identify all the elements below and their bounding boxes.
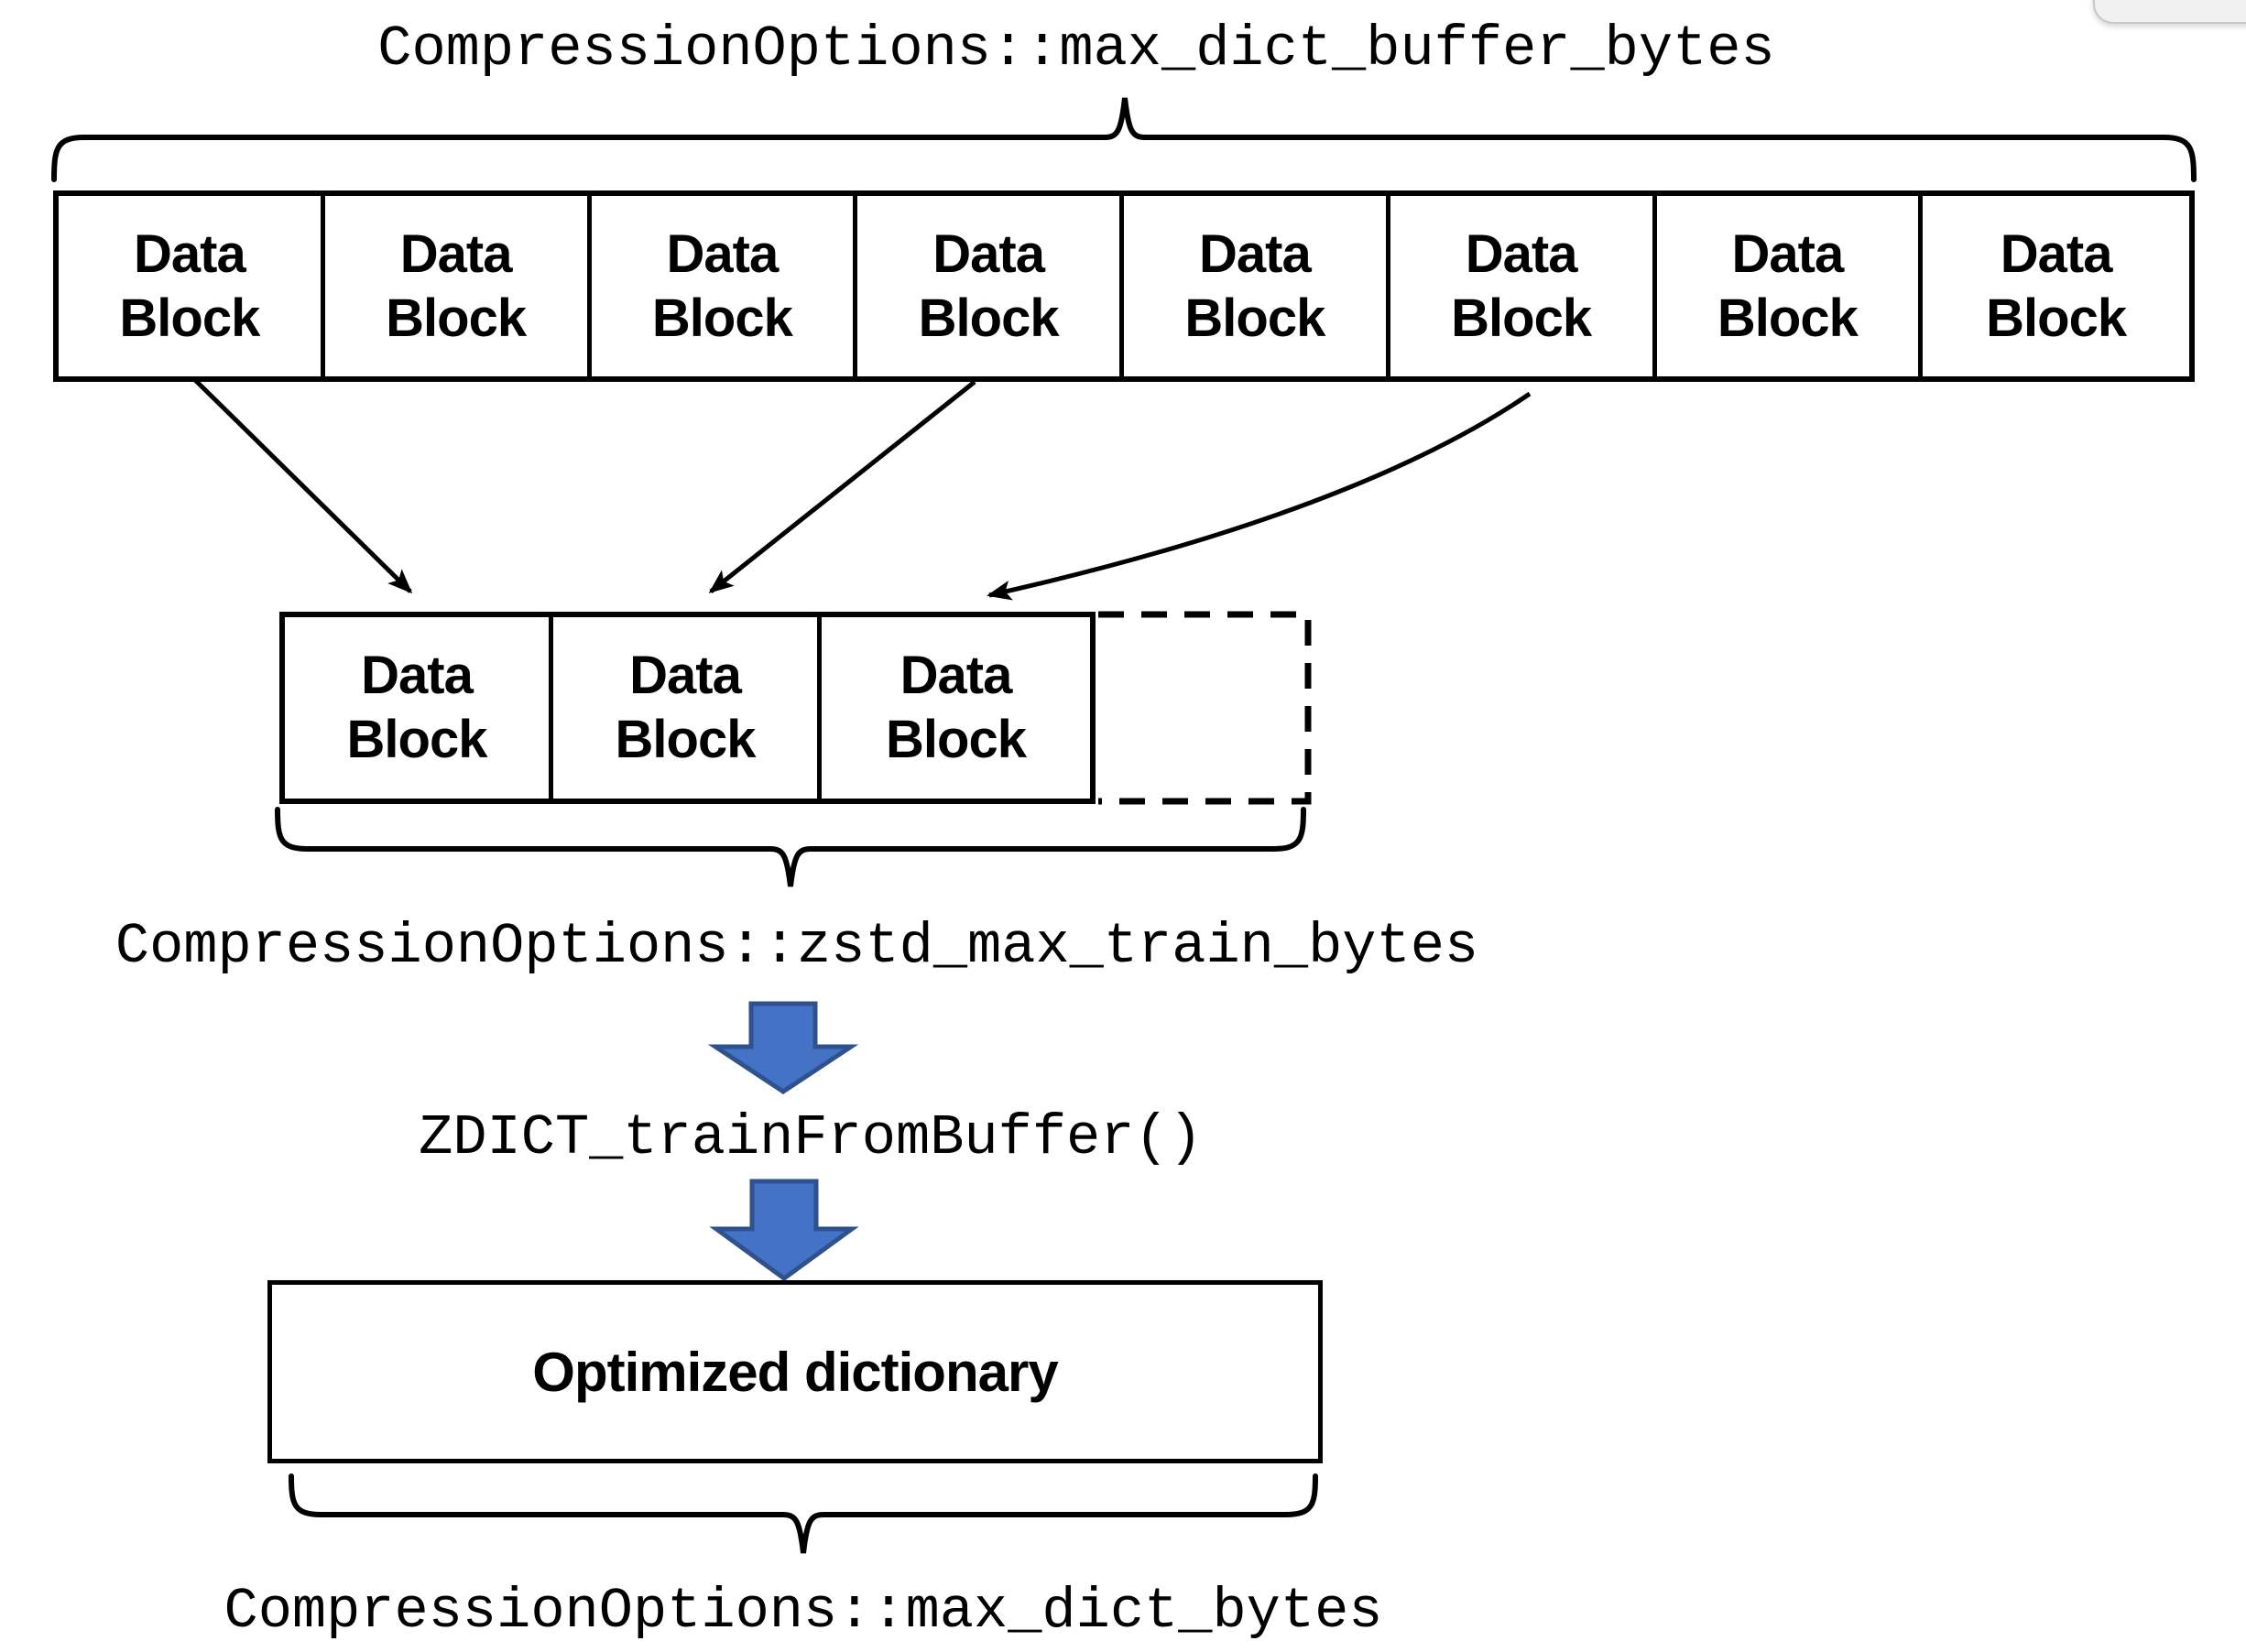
down-arrow-icon	[707, 1001, 859, 1094]
data-block-cell: Data Block	[1923, 196, 2189, 376]
max-dict-buffer-bytes-label: CompressionOptions::max_dict_buffer_byte…	[377, 16, 1775, 82]
data-block-cell: Data Block	[285, 617, 553, 799]
data-block-cell: Data Block	[553, 617, 822, 799]
block-label: Block	[1451, 288, 1592, 348]
data-block-cell: Data Block	[1390, 196, 1657, 376]
optimized-dictionary-label: Optimized dictionary	[532, 1341, 1058, 1403]
block-label: Block	[615, 710, 757, 769]
block-label: Data	[1731, 223, 1845, 284]
block-label: Block	[1184, 288, 1325, 348]
block-label: Block	[886, 710, 1027, 769]
sample-row: Data Block Data Block Data Block	[279, 612, 1096, 804]
block-label: Block	[651, 288, 793, 348]
brace-max-dict-bytes	[289, 1473, 1318, 1554]
block-label: Data	[1199, 223, 1312, 284]
block-label: Data	[2000, 223, 2113, 284]
data-block-cell: Data Block	[59, 196, 325, 376]
max-dict-bytes-label: CompressionOptions::max_dict_bytes	[224, 1579, 1383, 1644]
block-label: Block	[1717, 288, 1859, 348]
block-label: Block	[386, 288, 527, 348]
brace-max-dict-buffer	[51, 97, 2197, 182]
zdict-train-from-buffer-label: ZDICT_trainFromBuffer()	[419, 1105, 1203, 1170]
block-label: Data	[134, 223, 246, 284]
data-block-cell: Data Block	[1124, 196, 1390, 376]
dashed-placeholder-box	[1098, 611, 1312, 805]
block-label: Block	[918, 288, 1060, 348]
sample-arrow-3	[987, 391, 1532, 601]
zstd-max-train-bytes-label: CompressionOptions::zstd_max_train_bytes	[114, 914, 1479, 979]
sample-arrow-2	[708, 380, 976, 593]
browser-notch	[2093, 0, 2246, 24]
data-block-cell: Data Block	[857, 196, 1124, 376]
block-label: Block	[346, 710, 488, 769]
block-label: Data	[899, 646, 1013, 705]
block-label: Block	[1986, 288, 2127, 348]
data-block-cell: Data Block	[325, 196, 592, 376]
block-label: Data	[361, 646, 474, 705]
brace-zstd-max-train	[275, 807, 1306, 887]
block-label: Block	[119, 288, 260, 348]
data-block-cell: Data Block	[822, 617, 1090, 799]
block-label: Data	[399, 223, 513, 284]
sample-arrow-1	[192, 377, 413, 594]
optimized-dictionary-box: Optimized dictionary	[267, 1280, 1323, 1463]
down-arrow-icon	[709, 1179, 859, 1282]
block-label: Data	[666, 223, 780, 284]
data-block-cell: Data Block	[592, 196, 858, 376]
block-label: Data	[1465, 223, 1578, 284]
buffer-row: Data Block Data Block Data Block Data Bl…	[53, 190, 2195, 382]
block-label: Data	[629, 646, 742, 705]
data-block-cell: Data Block	[1657, 196, 1924, 376]
block-label: Data	[932, 223, 1045, 284]
